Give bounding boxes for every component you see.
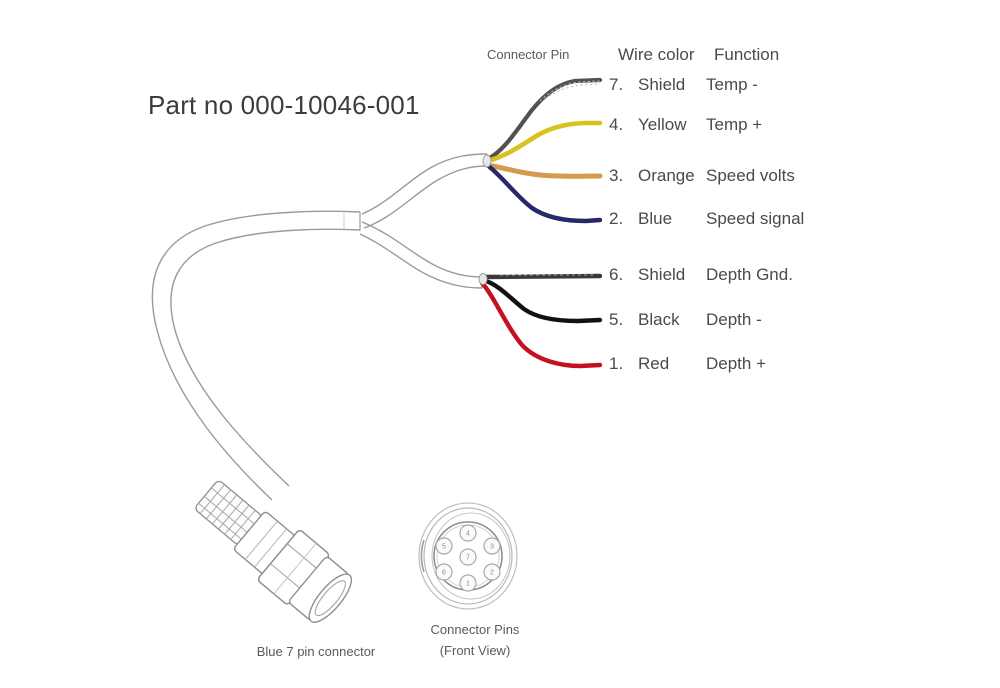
connector-strain-relief <box>195 480 262 545</box>
upper-bundle-node <box>482 154 492 168</box>
pin-number: 2 <box>490 570 494 577</box>
legend-wire-color: Blue <box>638 209 673 228</box>
wire-pin-4-yellow <box>484 120 603 164</box>
lower-bundle-node <box>478 273 488 285</box>
legend-pin-number: 4. <box>609 115 624 134</box>
pin-number-labels: 4 5 3 7 6 2 1 <box>442 531 494 588</box>
pin-number: 3 <box>490 544 494 551</box>
pin-number: 6 <box>442 570 446 577</box>
cable-branch-upper <box>361 153 488 229</box>
legend-function: Speed volts <box>706 166 795 185</box>
main-cable-jacket <box>151 210 361 501</box>
pin-number: 5 <box>442 544 446 551</box>
legend-wire-color: Shield <box>638 75 686 94</box>
legend-wire-color: Black <box>638 310 680 329</box>
wire-pin-3-orange <box>484 162 603 179</box>
legend-wire-color: Shield <box>638 265 686 284</box>
legend-pin-number: 5. <box>609 310 624 329</box>
legend-function: Depth - <box>706 310 762 329</box>
pin-sockets <box>435 524 501 592</box>
legend-function: Depth + <box>706 354 767 373</box>
legend-function: Temp - <box>706 75 758 94</box>
legend-function: Speed signal <box>706 209 805 228</box>
pin-number: 7 <box>466 555 470 562</box>
legend-pin-number: 2. <box>609 209 624 228</box>
wire-pin-1-red <box>479 280 603 369</box>
cable-branch-lower <box>359 221 483 289</box>
legend-wire-color: Yellow <box>638 115 687 134</box>
pin-view-caption-line1: Connector Pins <box>430 622 520 637</box>
header-wire-color: Wire color <box>618 45 695 64</box>
cable-seam-marks <box>343 212 361 231</box>
wire-pin-6-shield <box>480 273 603 280</box>
wire-pin-7-shield <box>485 77 603 162</box>
connector-pins-front-view: 4 5 3 7 6 2 1 <box>418 502 518 610</box>
wire-pin-2-blue <box>483 161 603 224</box>
header-connector-pin: Connector Pin <box>487 47 570 62</box>
legend-pin-number: 6. <box>609 265 624 284</box>
connector-caption: Blue 7 pin connector <box>256 644 376 659</box>
blue-7-pin-connector-illustration <box>195 480 353 623</box>
legend-wire-color: Orange <box>638 166 695 185</box>
pin-view-caption-line2: (Front View) <box>439 643 511 658</box>
legend-pin-number: 1. <box>609 354 624 373</box>
legend-function: Depth Gnd. <box>706 265 793 284</box>
legend-function: Temp + <box>706 115 763 134</box>
connector-front-face <box>288 556 353 623</box>
pin-number: 1 <box>466 581 470 588</box>
connector-coupling-nut <box>257 530 330 605</box>
pin-number: 4 <box>466 531 470 538</box>
header-function: Function <box>714 45 780 64</box>
wire-pin-5-black <box>480 277 603 324</box>
legend-pin-number: 3. <box>609 166 624 185</box>
legend-wire-color: Red <box>638 354 670 373</box>
legend-pin-number: 7. <box>609 75 624 94</box>
page-title: Part no 000-10046-001 <box>148 90 420 120</box>
